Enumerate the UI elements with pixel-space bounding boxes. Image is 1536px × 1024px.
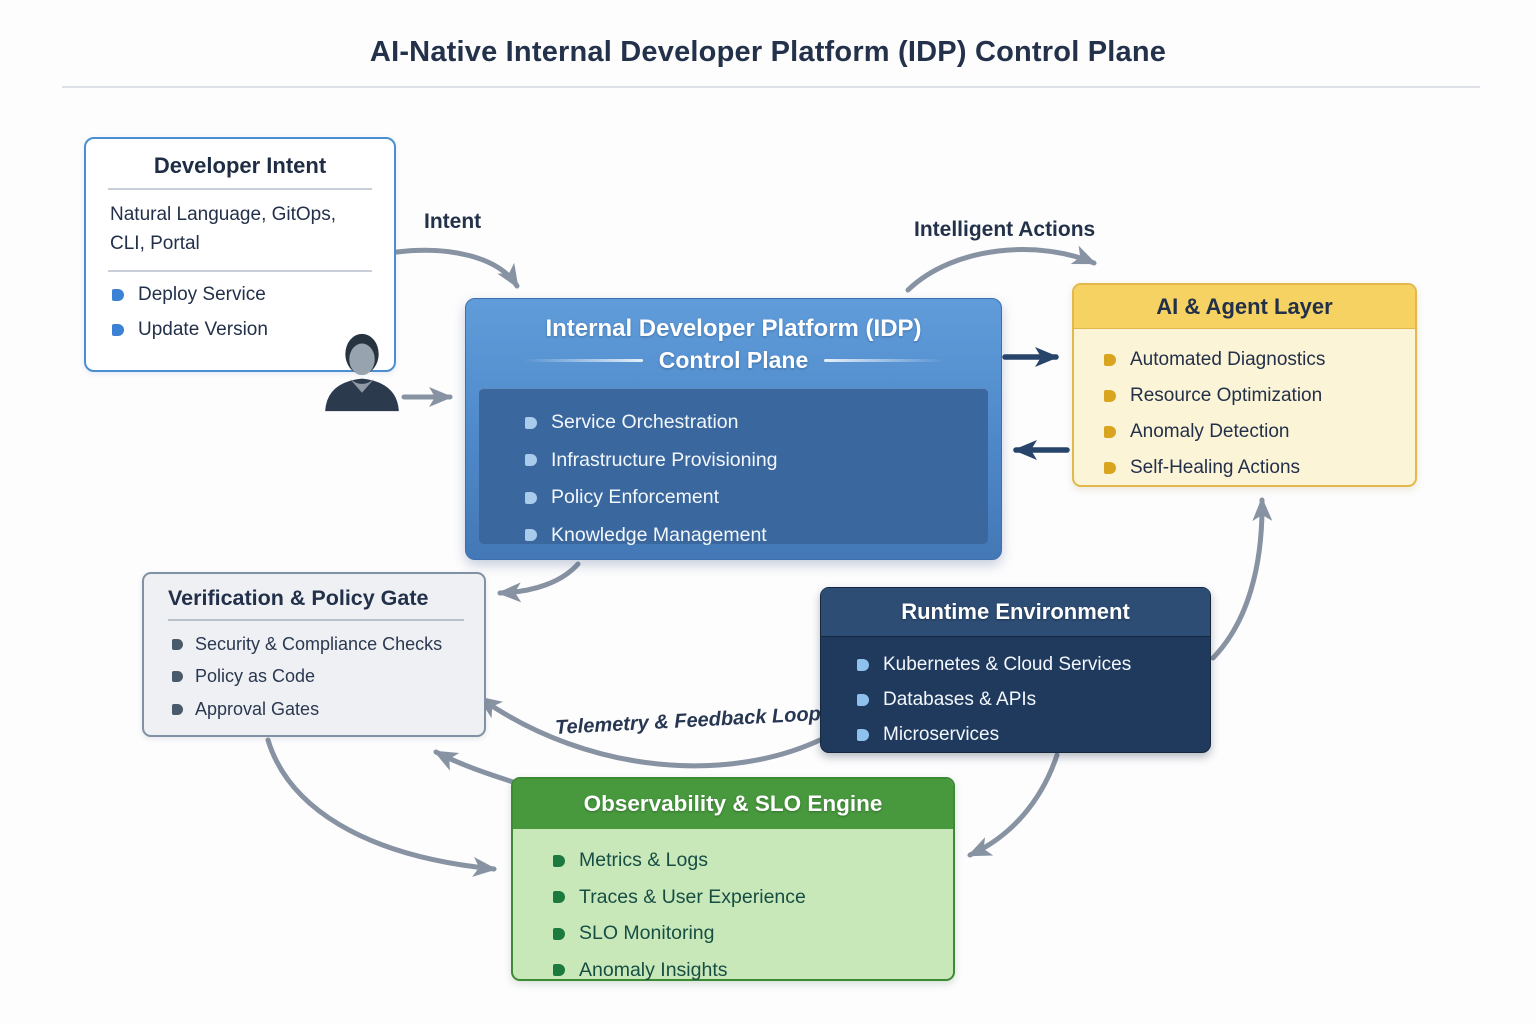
list-item: Databases & APIs xyxy=(857,689,1210,711)
list-item: Infrastructure Provisioning xyxy=(525,449,988,472)
list-item: Self-Healing Actions xyxy=(1104,457,1415,479)
list-item: Microservices xyxy=(857,724,1210,746)
user-icon xyxy=(325,333,399,412)
ai-agent-layer-title: AI & Agent Layer xyxy=(1074,285,1415,329)
intelligent-actions-flow-label: Intelligent Actions xyxy=(914,218,1096,241)
page-title: AI-Native Internal Developer Platform (I… xyxy=(369,36,1167,68)
list-item-label: Knowledge Management xyxy=(551,523,767,546)
list-item: Security & Compliance Checks xyxy=(172,634,468,655)
bullet-icon xyxy=(1104,354,1116,366)
list-item: Approval Gates xyxy=(172,699,468,720)
list-item-label: Resource Optimization xyxy=(1130,385,1323,406)
runtime-title: Runtime Environment xyxy=(821,588,1210,637)
arrow-runtime-to-ai xyxy=(1210,497,1273,661)
verification-policy-gate-box: Verification & Policy Gate Security & Co… xyxy=(142,572,486,737)
list-item-label: Metrics & Logs xyxy=(579,849,708,871)
list-item-label: Microservices xyxy=(883,724,1000,745)
bullet-icon xyxy=(1104,462,1116,474)
developer-intent-title: Developer Intent xyxy=(153,153,327,178)
runtime-environment-box: Runtime Environment Kubernetes & Cloud S… xyxy=(820,587,1211,753)
list-item: Metrics & Logs xyxy=(553,849,953,872)
list-item: Policy Enforcement xyxy=(525,486,988,509)
bullet-icon xyxy=(553,964,565,976)
verification-title: Verification & Policy Gate xyxy=(168,586,429,610)
bullet-icon xyxy=(857,659,869,671)
bullet-icon xyxy=(553,891,565,903)
observability-slo-engine-box: Observability & SLO Engine Metrics & Log… xyxy=(511,777,955,981)
arrow-telemetry-loop xyxy=(477,695,823,769)
title-divider xyxy=(62,86,1480,88)
list-item-label: Security & Compliance Checks xyxy=(195,633,443,654)
list-item: SLO Monitoring xyxy=(553,922,953,945)
list-item: Anomaly Detection xyxy=(1104,421,1415,443)
bullet-icon xyxy=(172,703,183,715)
list-item: Deploy Service xyxy=(112,284,374,306)
list-item: Resource Optimization xyxy=(1104,385,1415,407)
developer-intent-box: Developer Intent Natural Language, GitOp… xyxy=(84,137,396,372)
list-item-label: Databases & APIs xyxy=(883,689,1037,710)
intent-flow-label: Intent xyxy=(424,210,482,233)
divider xyxy=(168,619,464,621)
list-item: Knowledge Management xyxy=(525,524,988,547)
divider xyxy=(108,188,372,190)
divider xyxy=(108,270,372,272)
bullet-icon xyxy=(1104,390,1116,402)
list-item-label: Self-Healing Actions xyxy=(1130,457,1301,478)
list-item-label: Kubernetes & Cloud Services xyxy=(883,654,1132,675)
observability-title: Observability & SLO Engine xyxy=(513,779,953,829)
arrow-runtime-to-observability xyxy=(967,752,1060,858)
list-item: Policy as Code xyxy=(172,666,468,687)
list-item-label: Anomaly Detection xyxy=(1130,421,1290,442)
list-item-label: Policy as Code xyxy=(195,666,316,686)
list-item-label: Infrastructure Provisioning xyxy=(551,448,778,471)
bullet-icon xyxy=(112,288,124,301)
bullet-icon xyxy=(553,854,565,867)
developer-intent-subtitle: Natural Language, GitOps, CLI, Portal xyxy=(110,203,337,254)
list-item: Traces & User Experience xyxy=(553,886,953,909)
idp-title-line2: Control Plane xyxy=(479,347,988,374)
list-item-label: Approval Gates xyxy=(195,698,320,719)
bullet-icon xyxy=(857,729,869,741)
list-item-label: Anomaly Insights xyxy=(579,958,728,981)
list-item-label: Traces & User Experience xyxy=(579,885,806,908)
list-item: Anomaly Insights xyxy=(553,959,953,982)
bullet-icon xyxy=(525,416,537,429)
idp-title-line1: Internal Developer Platform (IDP) xyxy=(545,315,922,342)
idp-control-plane-box: Internal Developer Platform (IDP) Contro… xyxy=(465,298,1002,560)
bullet-icon xyxy=(525,529,537,541)
list-item: Kubernetes & Cloud Services xyxy=(857,654,1210,676)
arrow-intelligent-actions xyxy=(905,245,1097,293)
bullet-icon xyxy=(553,927,565,940)
list-item-label: Update Version xyxy=(138,318,268,340)
list-item: Update Version xyxy=(112,319,374,341)
bullet-icon xyxy=(172,671,183,682)
bullet-icon xyxy=(857,694,869,706)
list-item: Automated Diagnostics xyxy=(1104,349,1415,371)
list-item-label: Policy Enforcement xyxy=(551,486,719,508)
bullet-icon xyxy=(1104,426,1116,438)
idp-capabilities-panel: Service Orchestration Infrastructure Pro… xyxy=(479,388,988,547)
list-item-label: SLO Monitoring xyxy=(579,922,715,944)
list-item-label: Deploy Service xyxy=(138,283,266,305)
bullet-icon xyxy=(112,323,124,336)
list-item-label: Service Orchestration xyxy=(551,411,739,433)
arrow-verification-to-observability xyxy=(265,737,497,877)
list-item: Service Orchestration xyxy=(525,411,988,434)
ai-agent-layer-box: AI & Agent Layer Automated Diagnostics R… xyxy=(1072,283,1417,487)
arrow-intent xyxy=(394,247,520,289)
list-item-label: Automated Diagnostics xyxy=(1130,349,1326,370)
bullet-icon xyxy=(525,491,537,504)
bullet-icon xyxy=(525,454,537,466)
arrow-idp-to-verification xyxy=(497,561,581,603)
bullet-icon xyxy=(172,638,183,650)
